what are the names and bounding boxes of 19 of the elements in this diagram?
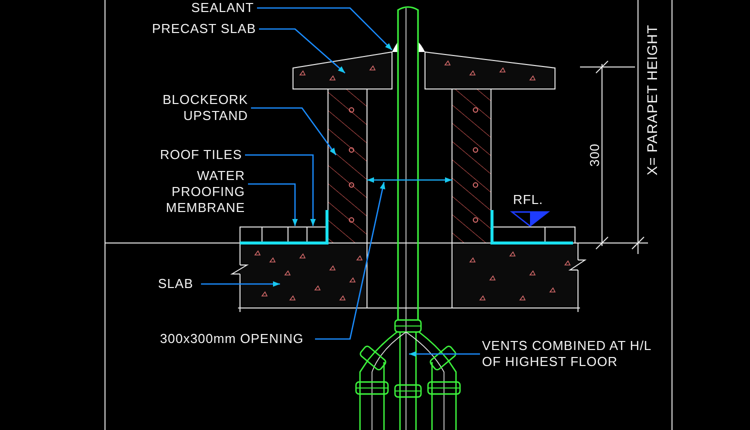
callout-text: PRECAST SLAB <box>150 21 256 37</box>
level-label: RFL. <box>513 192 544 208</box>
leader-line <box>245 154 316 226</box>
leader-line <box>409 351 480 357</box>
callout-text: SLAB <box>158 276 198 292</box>
callout-text: ROOF TILES <box>150 147 242 163</box>
callout-text: VENTS COMBINED AT H/L OF HIGHEST FLOOR <box>482 338 672 370</box>
leader-line <box>259 28 346 74</box>
dimension-label: X= PARAPET HEIGHT <box>644 24 660 176</box>
leader-line <box>315 182 386 340</box>
leader-line <box>248 183 298 226</box>
callout-text: SEALANT <box>158 0 254 16</box>
leader-line <box>201 281 280 287</box>
callout-text: BLOCKEORK UPSTAND <box>160 92 248 124</box>
callout-text: WATER PROOFING MEMBRANE <box>120 168 245 216</box>
leader-line <box>257 7 392 50</box>
dimension-label: 300 <box>587 143 603 167</box>
leader-line <box>251 107 337 156</box>
callout-text: 300x300mm OPENING <box>160 331 312 347</box>
